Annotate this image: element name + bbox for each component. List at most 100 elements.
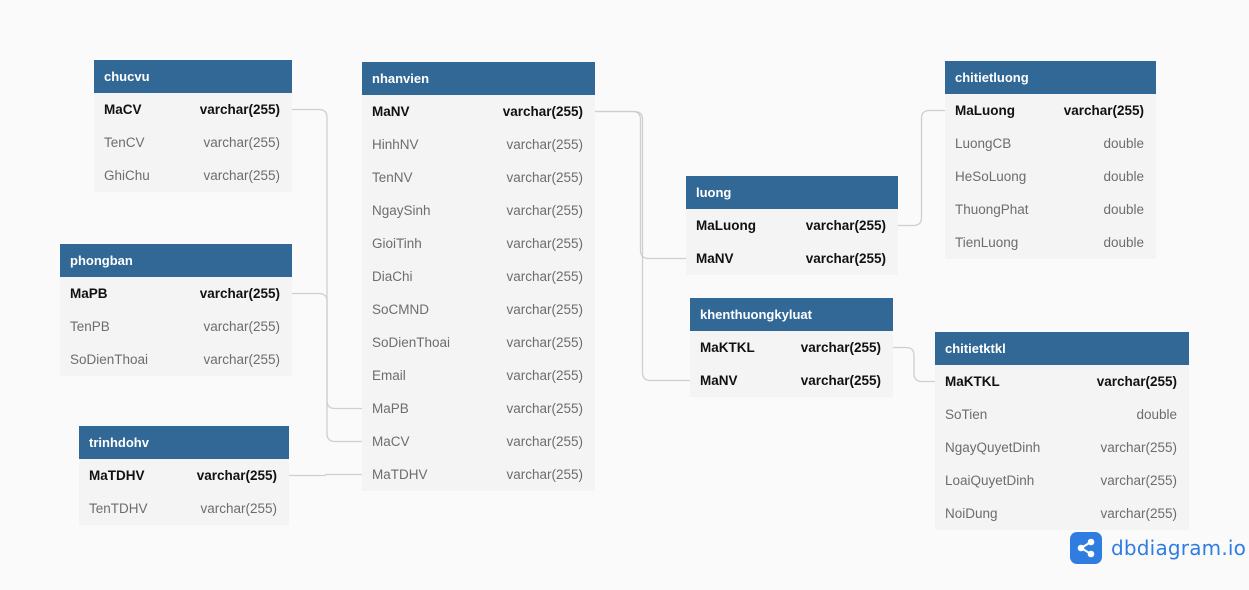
table-header-chitietluong[interactable]: chitietluong (945, 61, 1156, 94)
field-row-chucvu-ghichu[interactable]: GhiChu varchar(255) (94, 159, 292, 192)
field-row-chucvu-macv[interactable]: MaCV varchar(255) (94, 93, 292, 126)
table-chucvu[interactable]: chucvu MaCV varchar(255) TenCV varchar(255)… (94, 60, 292, 192)
field-name: DiaChi (372, 269, 413, 284)
relationship-link-6[interactable] (893, 346, 935, 383)
dbdiagram-logo[interactable]: dbdiagram.io (1070, 531, 1246, 564)
field-type: varchar(255) (199, 286, 280, 301)
field-name: TenCV (104, 135, 145, 150)
field-type: varchar(255) (1100, 506, 1177, 521)
field-name: MaTDHV (89, 468, 145, 483)
field-name: MaTDHV (372, 467, 428, 482)
table-header-khenthuongkyluat[interactable]: khenthuongkyluat (690, 298, 893, 331)
field-type: varchar(255) (199, 102, 280, 117)
field-name: SoDienThoai (70, 352, 149, 367)
field-type: double (1103, 136, 1144, 151)
field-name: NgaySinh (372, 203, 431, 218)
field-type: double (1103, 235, 1144, 250)
field-name: HeSoLuong (955, 169, 1027, 184)
field-type: varchar(255) (203, 135, 280, 150)
field-type: varchar(255) (506, 137, 583, 152)
field-row-chucvu-tencv[interactable]: TenCV varchar(255) (94, 126, 292, 159)
field-type: varchar(255) (203, 319, 280, 334)
field-type: varchar(255) (506, 203, 583, 218)
relationship-link-1[interactable] (292, 292, 362, 410)
field-type: varchar(255) (196, 468, 277, 483)
table-header-nhanvien[interactable]: nhanvien (362, 62, 595, 95)
field-type: varchar(255) (200, 501, 277, 516)
table-header-trinhdohv[interactable]: trinhdohv (79, 426, 289, 459)
field-row-chitietktkl-loaiquyetdinh[interactable]: LoaiQuyetDinh varchar(255) (935, 464, 1189, 497)
field-row-nhanvien-diachi[interactable]: DiaChi varchar(255) (362, 260, 595, 293)
table-header-luong[interactable]: luong (686, 176, 898, 209)
field-type: varchar(255) (203, 168, 280, 183)
field-name: MaKTKL (700, 340, 755, 355)
field-type: varchar(255) (506, 368, 583, 383)
field-type: varchar(255) (506, 467, 583, 482)
field-type: varchar(255) (506, 401, 583, 416)
field-row-nhanvien-matdhv[interactable]: MaTDHV varchar(255) (362, 458, 595, 491)
relationship-link-3[interactable] (595, 110, 686, 260)
field-name: TienLuong (955, 235, 1019, 250)
field-row-chitietktkl-noidung[interactable]: NoiDung varchar(255) (935, 497, 1189, 530)
field-name: SoTien (945, 407, 988, 422)
field-name: GhiChu (104, 168, 150, 183)
table-header-chitietktkl[interactable]: chitietktkl (935, 332, 1189, 365)
relationship-link-4[interactable] (595, 110, 690, 382)
relationship-link-0[interactable] (292, 108, 362, 443)
field-name: NoiDung (945, 506, 998, 521)
field-name: MaCV (104, 102, 142, 117)
field-type: varchar(255) (506, 269, 583, 284)
field-row-nhanvien-ngaysinh[interactable]: NgaySinh varchar(255) (362, 194, 595, 227)
field-type: double (1103, 202, 1144, 217)
field-row-chitietluong-tienluong[interactable]: TienLuong double (945, 226, 1156, 259)
field-type: varchar(255) (800, 373, 881, 388)
table-header-phongban[interactable]: phongban (60, 244, 292, 277)
field-type: varchar(255) (1100, 473, 1177, 488)
table-header-chucvu[interactable]: chucvu (94, 60, 292, 93)
field-name: GioiTinh (372, 236, 422, 251)
share-network-icon (1070, 531, 1102, 564)
field-type: varchar(255) (1096, 374, 1177, 389)
relationship-link-2[interactable] (289, 473, 362, 477)
field-type: varchar(255) (506, 170, 583, 185)
field-name: LoaiQuyetDinh (945, 473, 1035, 488)
field-type: varchar(255) (506, 302, 583, 317)
relationship-link-5[interactable] (898, 109, 945, 227)
field-type: varchar(255) (1100, 440, 1177, 455)
field-type: varchar(255) (506, 335, 583, 350)
field-row-trinhdohv-matdhv[interactable]: MaTDHV varchar(255) (79, 459, 289, 492)
field-name: MaCV (372, 434, 410, 449)
